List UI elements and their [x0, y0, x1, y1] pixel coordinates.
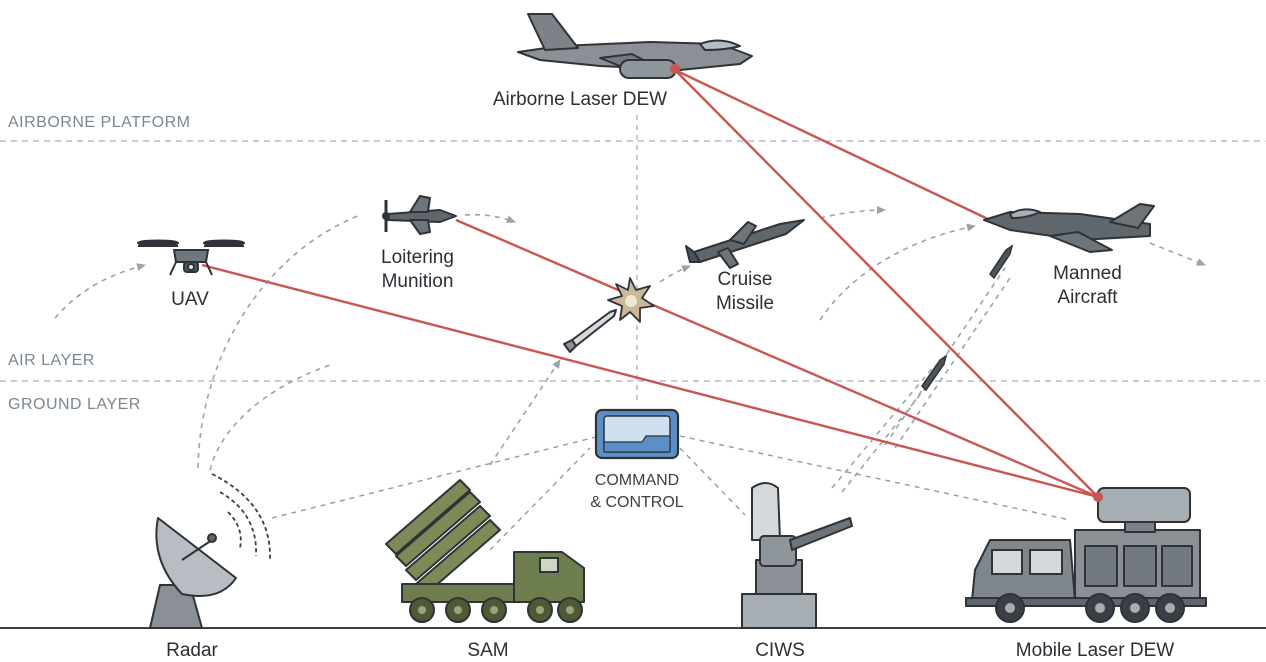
cc-line1: COMMAND	[594, 472, 680, 489]
sam-launcher-icon	[385, 479, 585, 623]
comm-links	[271, 435, 1071, 551]
interceptor-missile-icon	[563, 309, 617, 353]
uav-label: UAV	[171, 289, 209, 310]
cruise-missile-label: Cruise Missile	[690, 268, 800, 316]
manned-aircraft-label: Manned Aircraft	[1030, 262, 1145, 310]
uav-drone-icon	[137, 239, 245, 276]
sam-label: SAM	[467, 640, 509, 661]
laser-beams	[201, 68, 1099, 499]
mobile-laser-label: Mobile Laser DEW	[1015, 640, 1175, 661]
small-missile-icons	[921, 244, 1014, 392]
manned-line2: Aircraft	[1057, 287, 1118, 308]
cruise-missile-icon	[685, 219, 805, 269]
mobile-laser-truck-icon	[965, 487, 1207, 623]
ciws-icon	[741, 482, 853, 629]
air-layer-label: AIR LAYER	[8, 352, 95, 369]
flight-paths	[54, 206, 1206, 493]
ground-layer-label: GROUND LAYER	[8, 396, 141, 413]
manned-aircraft-icon	[983, 203, 1155, 253]
cruise-line1: Cruise	[717, 269, 773, 290]
loitering-line2: Munition	[381, 271, 454, 292]
loitering-munition-icon	[382, 195, 457, 235]
radar-dish-icon	[149, 473, 271, 629]
ciws-label: CIWS	[755, 640, 805, 661]
cc-line2: & CONTROL	[590, 494, 684, 511]
manned-line1: Manned	[1053, 263, 1122, 284]
loitering-line1: Loitering	[381, 247, 454, 268]
radar-label: Radar	[166, 640, 218, 661]
cruise-line2: Missile	[715, 293, 775, 314]
loitering-munition-label: Loitering Munition	[355, 246, 480, 294]
command-control-icon	[594, 408, 680, 460]
airborne-platform-label: AIRBORNE PLATFORM	[8, 114, 191, 131]
command-control-label: COMMAND & CONTROL	[572, 470, 702, 514]
explosion-icon	[607, 277, 655, 323]
airborne-laser-label: Airborne Laser DEW	[492, 89, 668, 110]
airborne-laser-jet-icon	[517, 13, 753, 79]
